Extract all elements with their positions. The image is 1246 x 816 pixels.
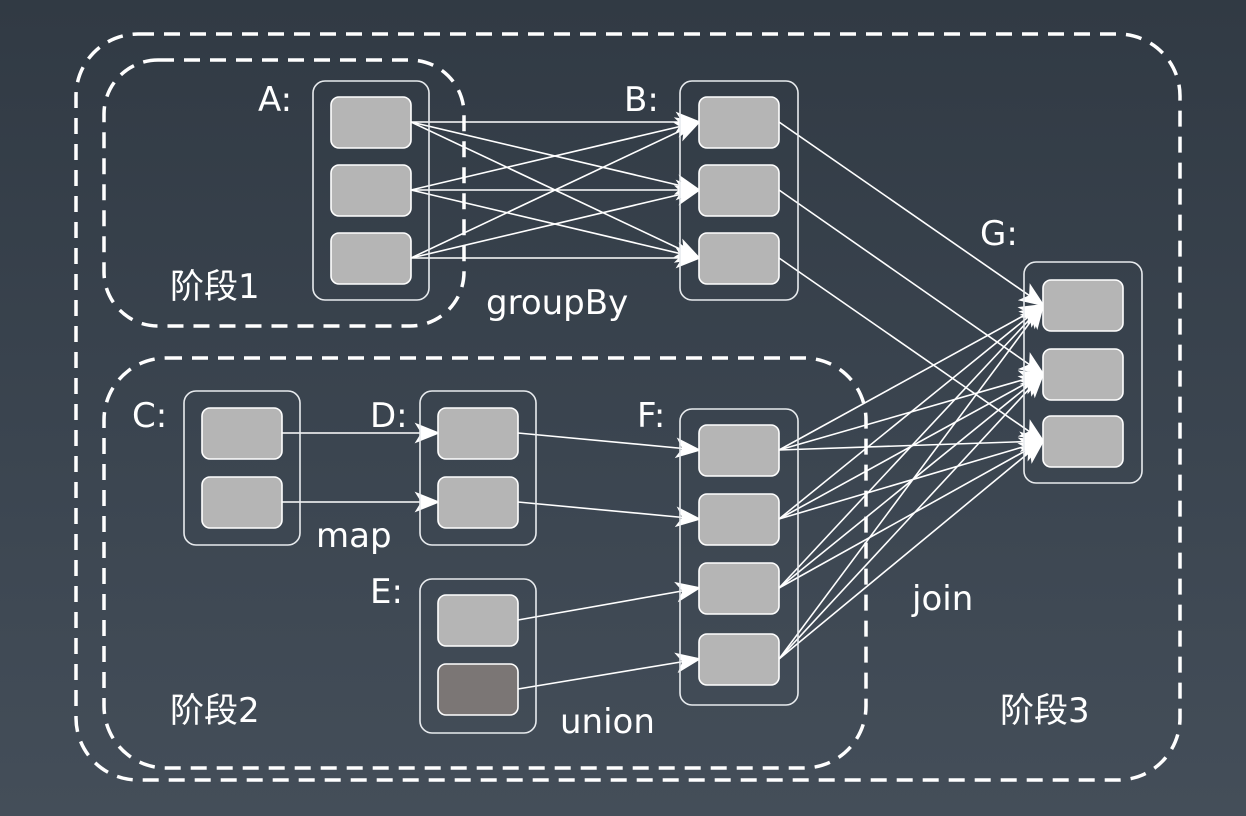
- label-c: C:: [132, 396, 167, 436]
- rdd-b-box: [679, 80, 799, 301]
- partition-b1: [698, 96, 780, 149]
- edge-f4-g2: [778, 372, 1045, 660]
- rdd-c-box: [183, 390, 301, 546]
- partition-f1: [698, 424, 780, 477]
- label-f: F:: [637, 396, 665, 436]
- edge-d1-f1: [517, 432, 702, 459]
- edge-f4-g1: [778, 302, 1045, 660]
- stage2-box: [102, 356, 868, 770]
- stage1-box: [102, 58, 466, 328]
- op-map: map: [316, 516, 392, 556]
- edge-f3-g3: [778, 439, 1046, 589]
- edge-e2-f4: [517, 652, 702, 690]
- edge-f4-g3: [778, 439, 1046, 660]
- partition-c1: [201, 407, 283, 460]
- edge-b2-g2: [778, 189, 1046, 376]
- op-union: union: [560, 702, 655, 742]
- label-d: D:: [370, 396, 408, 436]
- edge-a2-b1: [410, 117, 702, 191]
- op-join: join: [911, 579, 973, 619]
- partition-a2: [330, 164, 412, 217]
- stage3-box: [74, 32, 1182, 782]
- edges: [282, 111, 1046, 690]
- partition-g1: [1042, 279, 1124, 332]
- op-groupby: groupBy: [486, 283, 628, 323]
- stage2-label: 阶段2: [170, 691, 260, 731]
- edge-b3-g3: [778, 257, 1046, 443]
- rdd-e-box: [419, 578, 537, 734]
- rdd-f-box: [679, 408, 799, 706]
- edge-f1-g1: [778, 303, 1046, 451]
- partition-f3: [698, 562, 780, 615]
- edge-e1-f3: [517, 581, 702, 621]
- partition-e1: [437, 594, 519, 647]
- edge-a3-b1: [410, 120, 702, 259]
- partition-a1: [330, 96, 412, 149]
- edge-f3-g1: [778, 303, 1045, 589]
- edge-a3-b2: [410, 185, 702, 259]
- edge-d2-f2: [517, 501, 702, 528]
- rdd-d-box: [419, 390, 537, 546]
- stage3-label: 阶段3: [1000, 691, 1090, 731]
- label-a: A:: [258, 80, 292, 120]
- partition-g3: [1042, 415, 1124, 468]
- label-e: E:: [370, 572, 403, 612]
- partition-b2: [698, 164, 780, 217]
- edge-b1-g1: [778, 121, 1046, 307]
- label-b: B:: [624, 80, 659, 120]
- partition-b3: [698, 232, 780, 285]
- partition-e2: [437, 663, 519, 716]
- rdd-g-box: [1023, 261, 1143, 484]
- partition-g2: [1042, 348, 1124, 401]
- rdd-a-box: [312, 80, 430, 301]
- partition-a3: [330, 232, 412, 285]
- partition-c2: [201, 476, 283, 529]
- partition-f2: [698, 493, 780, 546]
- edge-f2-g1: [778, 303, 1046, 520]
- partition-d2: [437, 476, 519, 529]
- partition-f4: [698, 633, 780, 686]
- partition-d1: [437, 407, 519, 460]
- label-g: G:: [980, 214, 1018, 254]
- stage1-label: 阶段1: [170, 267, 260, 307]
